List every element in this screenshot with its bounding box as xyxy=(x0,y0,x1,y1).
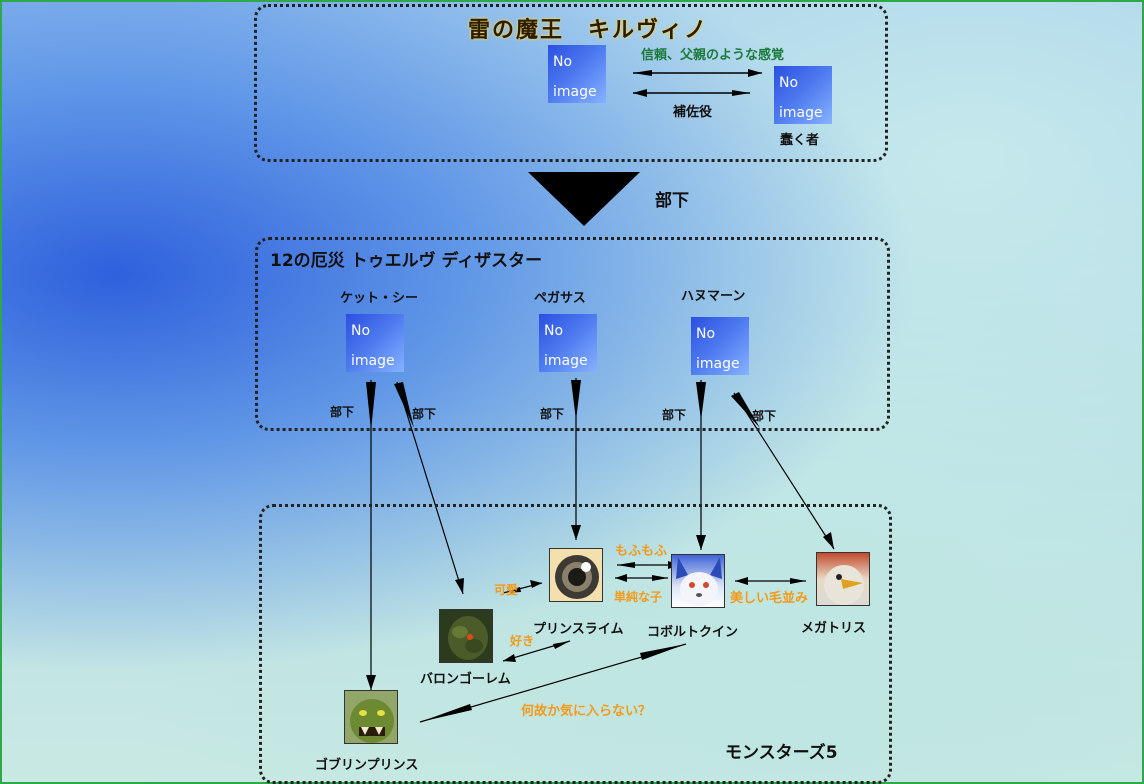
goblin-prince-portrait xyxy=(344,690,398,744)
megatris-portrait xyxy=(816,552,870,606)
relation-junsui: 単純な子 xyxy=(614,590,663,604)
sub-label: 部下 xyxy=(662,408,687,422)
relation-forward-label: 信頼、父親のような感覚 xyxy=(641,48,785,63)
assistant-no-image: No image xyxy=(774,66,832,124)
ketsushi-no-image: No image xyxy=(346,314,404,372)
bottom-panel-title: モンスターズ5 xyxy=(725,743,838,763)
no-image-text: image xyxy=(553,84,597,100)
no-image-text: No xyxy=(696,326,716,342)
monster-name-goblin-prince: ゴブリンプリンス xyxy=(315,758,419,773)
middle-panel xyxy=(255,237,890,431)
kobold-queen-portrait xyxy=(671,554,725,608)
monster-name-baron-golem: バロンゴーレム xyxy=(420,672,511,687)
pegasus-no-image: No image xyxy=(539,314,597,372)
middle-panel-title: 12の厄災 トゥエルヴ ディザスター xyxy=(270,251,543,271)
relation-naze: 何故か気に入らない？ xyxy=(521,704,652,719)
prince-slime-portrait xyxy=(549,548,603,602)
no-image-text: image xyxy=(696,356,740,372)
golem-icon xyxy=(448,616,488,660)
no-image-text: No xyxy=(351,323,371,339)
no-image-text: image xyxy=(351,353,395,369)
kiruvino-no-image: No image xyxy=(548,45,606,103)
relation-mofumofu: もふもふ xyxy=(615,544,668,559)
big-arrow-label: 部下 xyxy=(655,191,689,211)
relation-suki: 好き xyxy=(510,634,535,648)
relation-utsukushii: 美しい毛並み xyxy=(730,591,809,606)
no-image-text: image xyxy=(779,105,823,121)
bottom-panel xyxy=(259,504,892,784)
monster-name-megatris: メガトリス xyxy=(801,621,867,636)
top-panel-title: 雷の魔王 キルヴィノ xyxy=(468,17,709,43)
top-panel xyxy=(254,4,888,162)
relation-kawaii: 可愛 xyxy=(494,583,519,597)
baron-golem-portrait xyxy=(439,609,493,663)
kobold-face-icon xyxy=(676,557,722,606)
member-name-pegasus: ペガサス xyxy=(534,291,586,306)
monster-name-prince-slime: プリンスライム xyxy=(533,622,624,637)
no-image-text: No xyxy=(544,323,564,339)
no-image-text: No xyxy=(553,54,573,70)
sub-label: 部下 xyxy=(412,407,437,421)
sub-label: 部下 xyxy=(752,409,777,423)
member-name-hanuman: ハヌマーン xyxy=(681,289,746,304)
goblin-face-icon xyxy=(350,699,394,743)
hanuman-no-image: No image xyxy=(691,317,749,375)
no-image-text: image xyxy=(544,353,588,369)
relation-back-label: 補佐役 xyxy=(673,105,713,120)
assistant-name: 蠢く者 xyxy=(780,133,820,148)
no-image-text: No xyxy=(779,75,799,91)
big-down-arrow-icon xyxy=(528,172,640,226)
monster-name-kobold-queen: コボルトクイン xyxy=(647,625,739,640)
sub-label: 部下 xyxy=(540,407,565,421)
sub-label: 部下 xyxy=(330,405,355,419)
megatris-face-icon xyxy=(824,565,864,605)
eyeball-icon xyxy=(555,555,599,599)
member-name-ketsushi: ケット・シー xyxy=(340,291,419,306)
